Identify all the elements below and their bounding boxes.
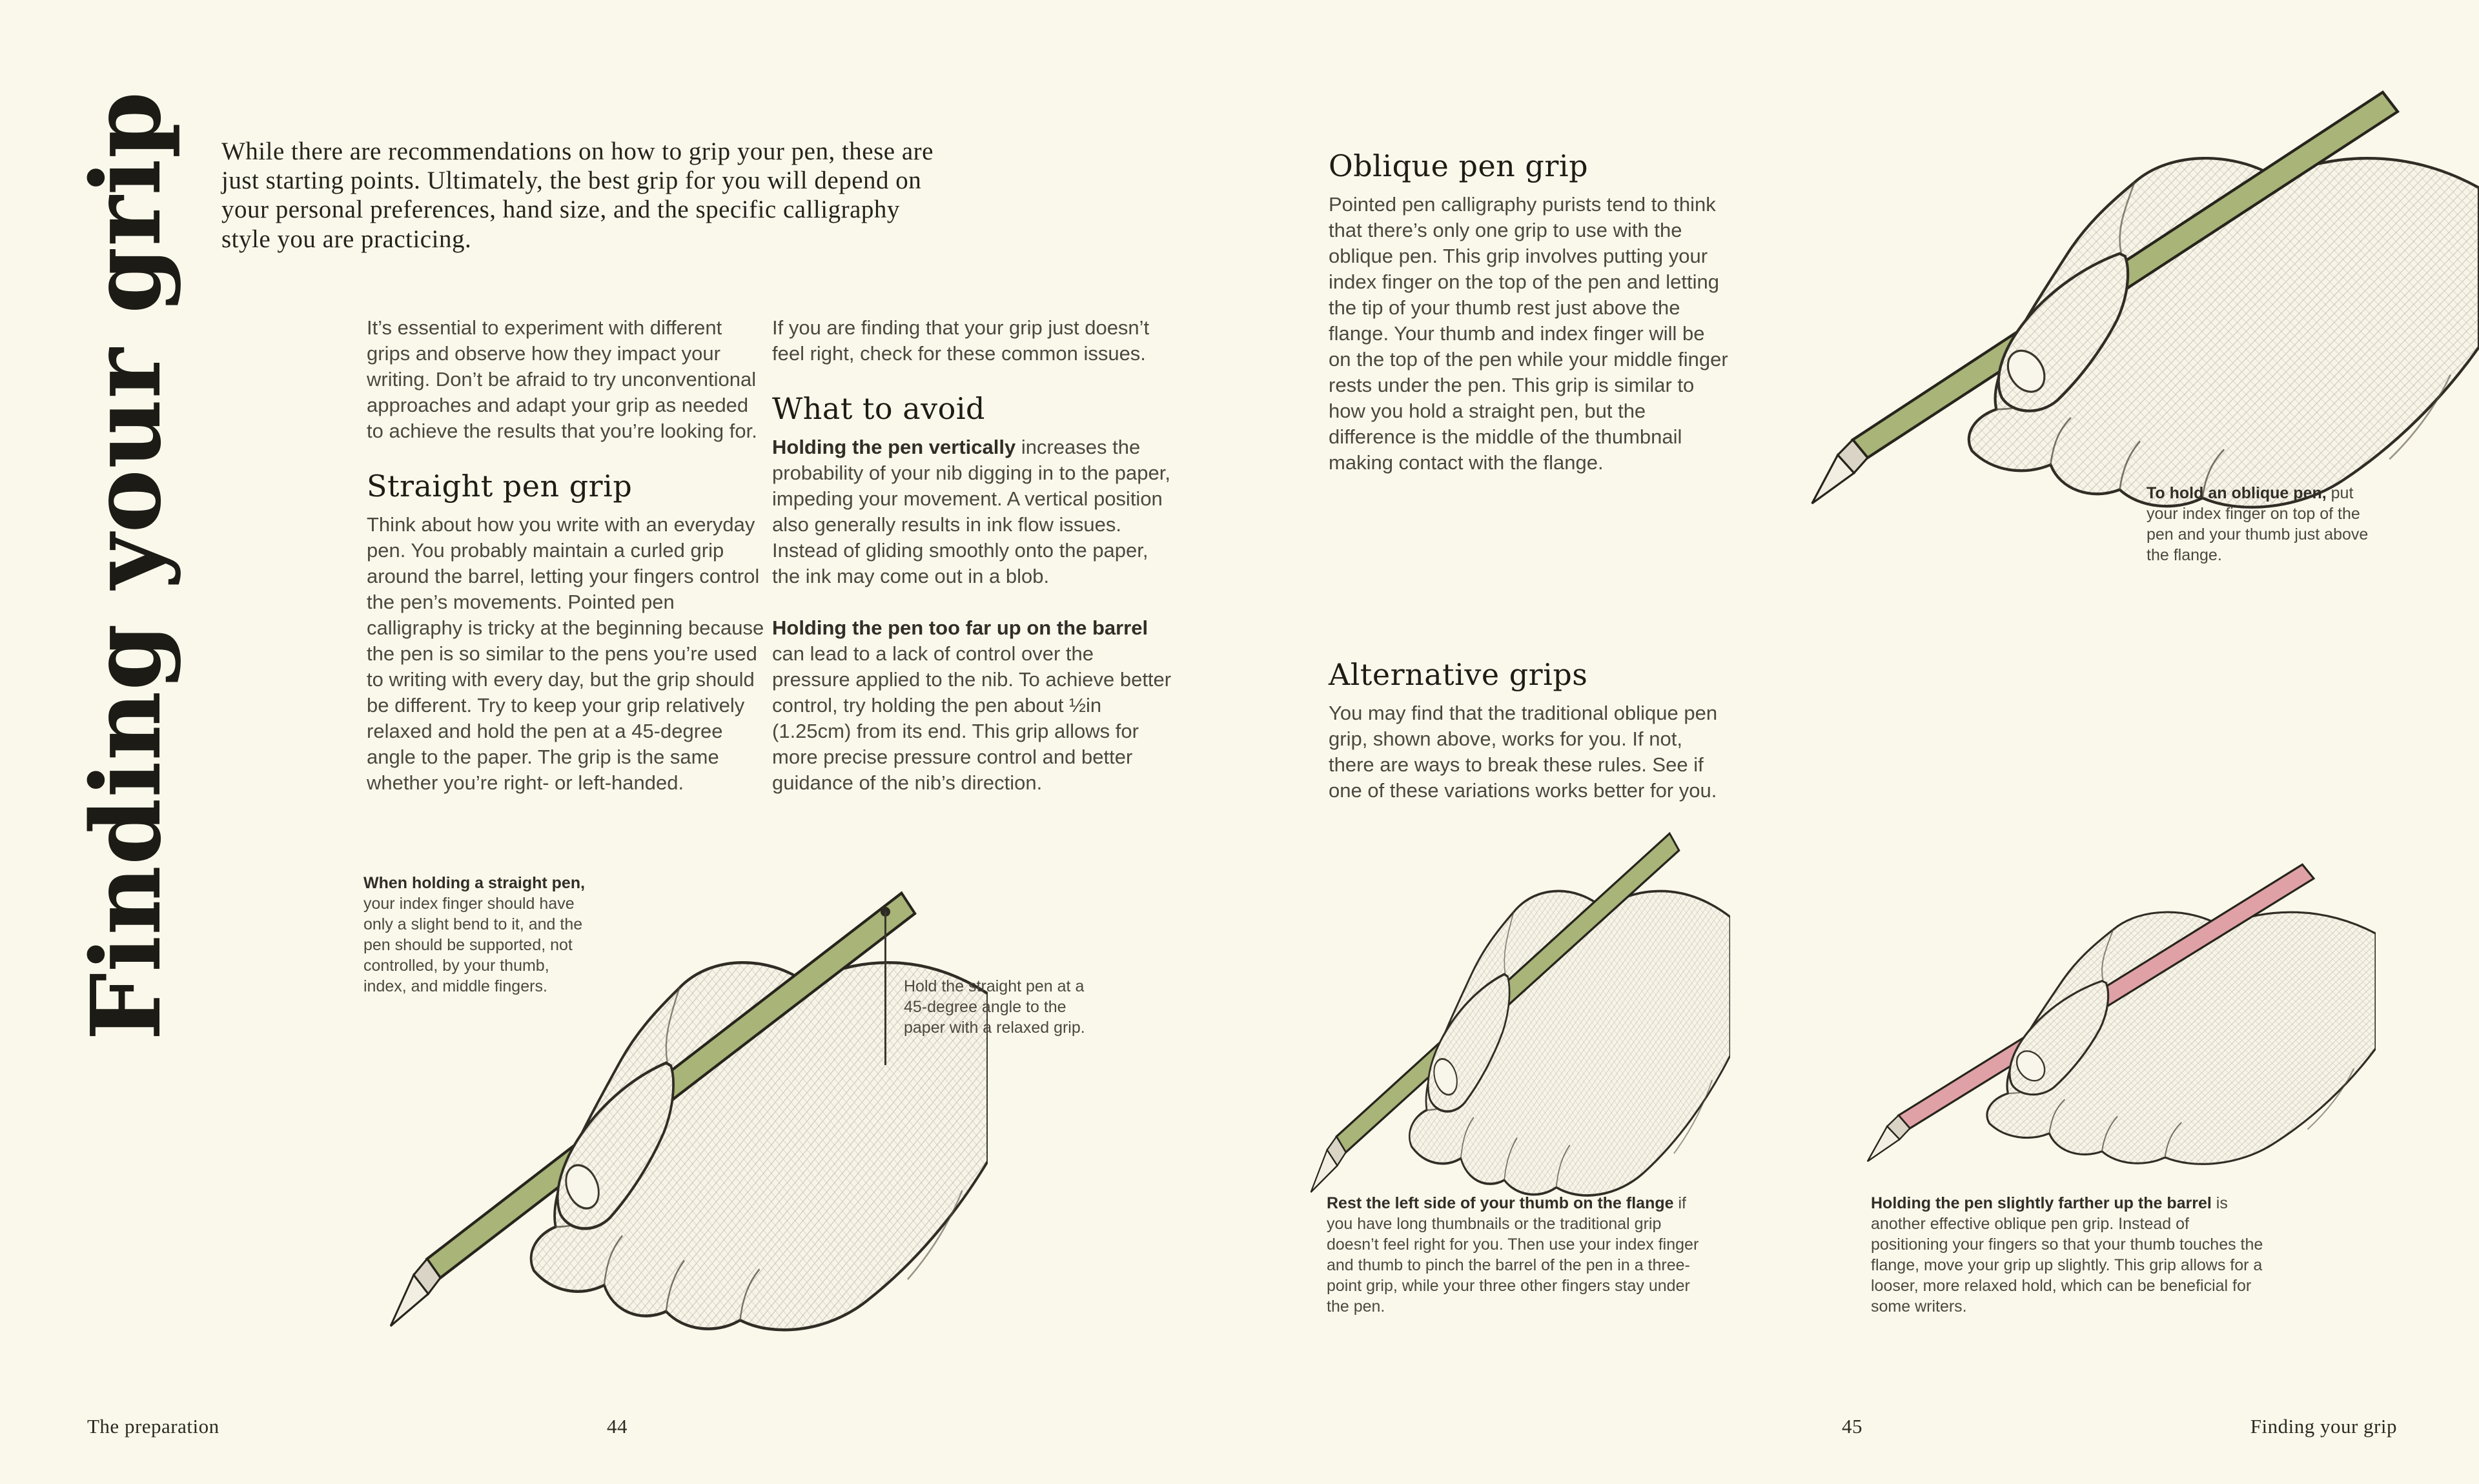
paragraph: Holding the pen too far up on the barrel… [772,615,1172,796]
hand-illustration-up-the-barrel [1866,863,2376,1165]
bold-lead: When holding a straight pen, [363,874,586,892]
caption-text: your index finger should have only a sli… [363,895,583,995]
caption-text: if you have long thumbnails or the tradi… [1327,1194,1699,1316]
right-column-oblique: Oblique pen grip Pointed pen calligraphy… [1329,150,1729,502]
paragraph: Think about how you write with an everyd… [367,513,764,794]
paragraph-text: can lead to a lack of control over the p… [772,642,1172,794]
caption-up-the-barrel: Holding the pen slightly farther up the … [1871,1193,2265,1317]
section-heading-what-to-avoid: What to avoid [772,391,986,426]
caption-thumb-on-flange: Rest the left side of your thumb on the … [1327,1193,1714,1317]
caption-45-degree: Hold the straight pen at a 45-degree ang… [904,977,1085,1037]
caption-oblique-pen: To hold an oblique pen, put your index f… [2147,483,2385,565]
caption-straight-pen: When holding a straight pen, your index … [363,873,589,997]
bold-lead: Rest the left side of your thumb on the … [1327,1194,1674,1212]
section-heading-straight-pen-grip: Straight pen grip [367,469,633,503]
page-title-vertical: Finding your grip [70,90,182,1041]
paragraph: If you are finding that your grip just d… [772,316,1150,365]
bold-lead: Holding the pen vertically [772,435,1016,458]
section-heading-oblique-pen-grip: Oblique pen grip [1329,148,1589,183]
paragraph: Pointed pen calligraphy purists tend to … [1329,192,1728,474]
section-heading-alternative-grips: Alternative grips [1329,657,1588,692]
left-column-2: If you are finding that your grip just d… [772,315,1172,822]
bold-lead: To hold an oblique pen, [2147,484,2327,502]
intro-paragraph: While there are recommendations on how t… [221,137,933,253]
hand-illustration-oblique-pen [1801,84,2479,513]
bold-lead: Holding the pen slightly farther up the … [1871,1194,2212,1212]
leader-line [884,911,886,1065]
paragraph: Holding the pen vertically increases the… [772,434,1172,589]
right-column-alternative: Alternative grips You may find that the … [1329,658,1729,829]
hand-illustration-straight-pen [381,884,988,1336]
paragraph: You may find that the traditional obliqu… [1329,701,1718,802]
left-column-1: It’s essential to experiment with differ… [367,315,767,822]
page-number-left: 44 [607,1415,627,1438]
page-number-right: 45 [1842,1415,1862,1438]
footer-section-label: The preparation [87,1415,219,1438]
caption-text: is another effective oblique pen grip. I… [1871,1194,2263,1316]
paragraph-text: increases the probability of your nib di… [772,435,1170,587]
footer-chapter-label: Finding your grip [2250,1415,2397,1438]
bold-lead: Holding the pen too far up on the barrel [772,616,1148,639]
caption-text: put your index finger on top of the pen … [2147,484,2369,564]
hand-illustration-thumb-on-flange [1309,832,1730,1197]
paragraph: It’s essential to experiment with differ… [367,316,757,442]
